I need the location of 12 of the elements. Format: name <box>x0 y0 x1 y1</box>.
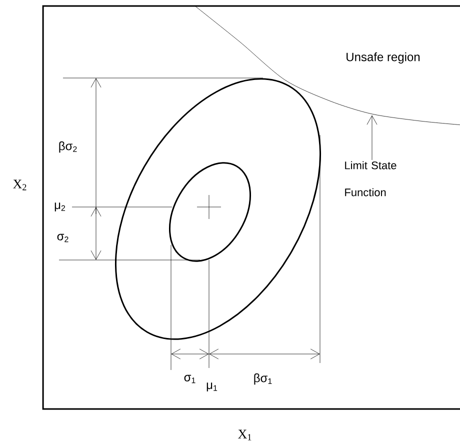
axis-label: X$_{1}$ <box>236 428 254 442</box>
leader-arrow <box>366 115 378 160</box>
dimension-label: σ$_{2}$ <box>56 232 70 244</box>
region-label: Unsafe region <box>344 51 422 65</box>
callout-text: Limit State Function <box>345 161 396 196</box>
dimension-label: βσ$_{1}$ <box>252 372 274 386</box>
dimension-label: σ$_{1}$ <box>182 374 198 384</box>
limit-state-curve <box>194 6 460 126</box>
dimension-label: μ$_{2}$ <box>53 202 67 212</box>
dimension-label: βσ$_{2}$ <box>57 140 79 154</box>
axis-label: X$_{2}$ <box>12 178 28 192</box>
dimension-label: μ$_{1}$ <box>205 382 219 392</box>
